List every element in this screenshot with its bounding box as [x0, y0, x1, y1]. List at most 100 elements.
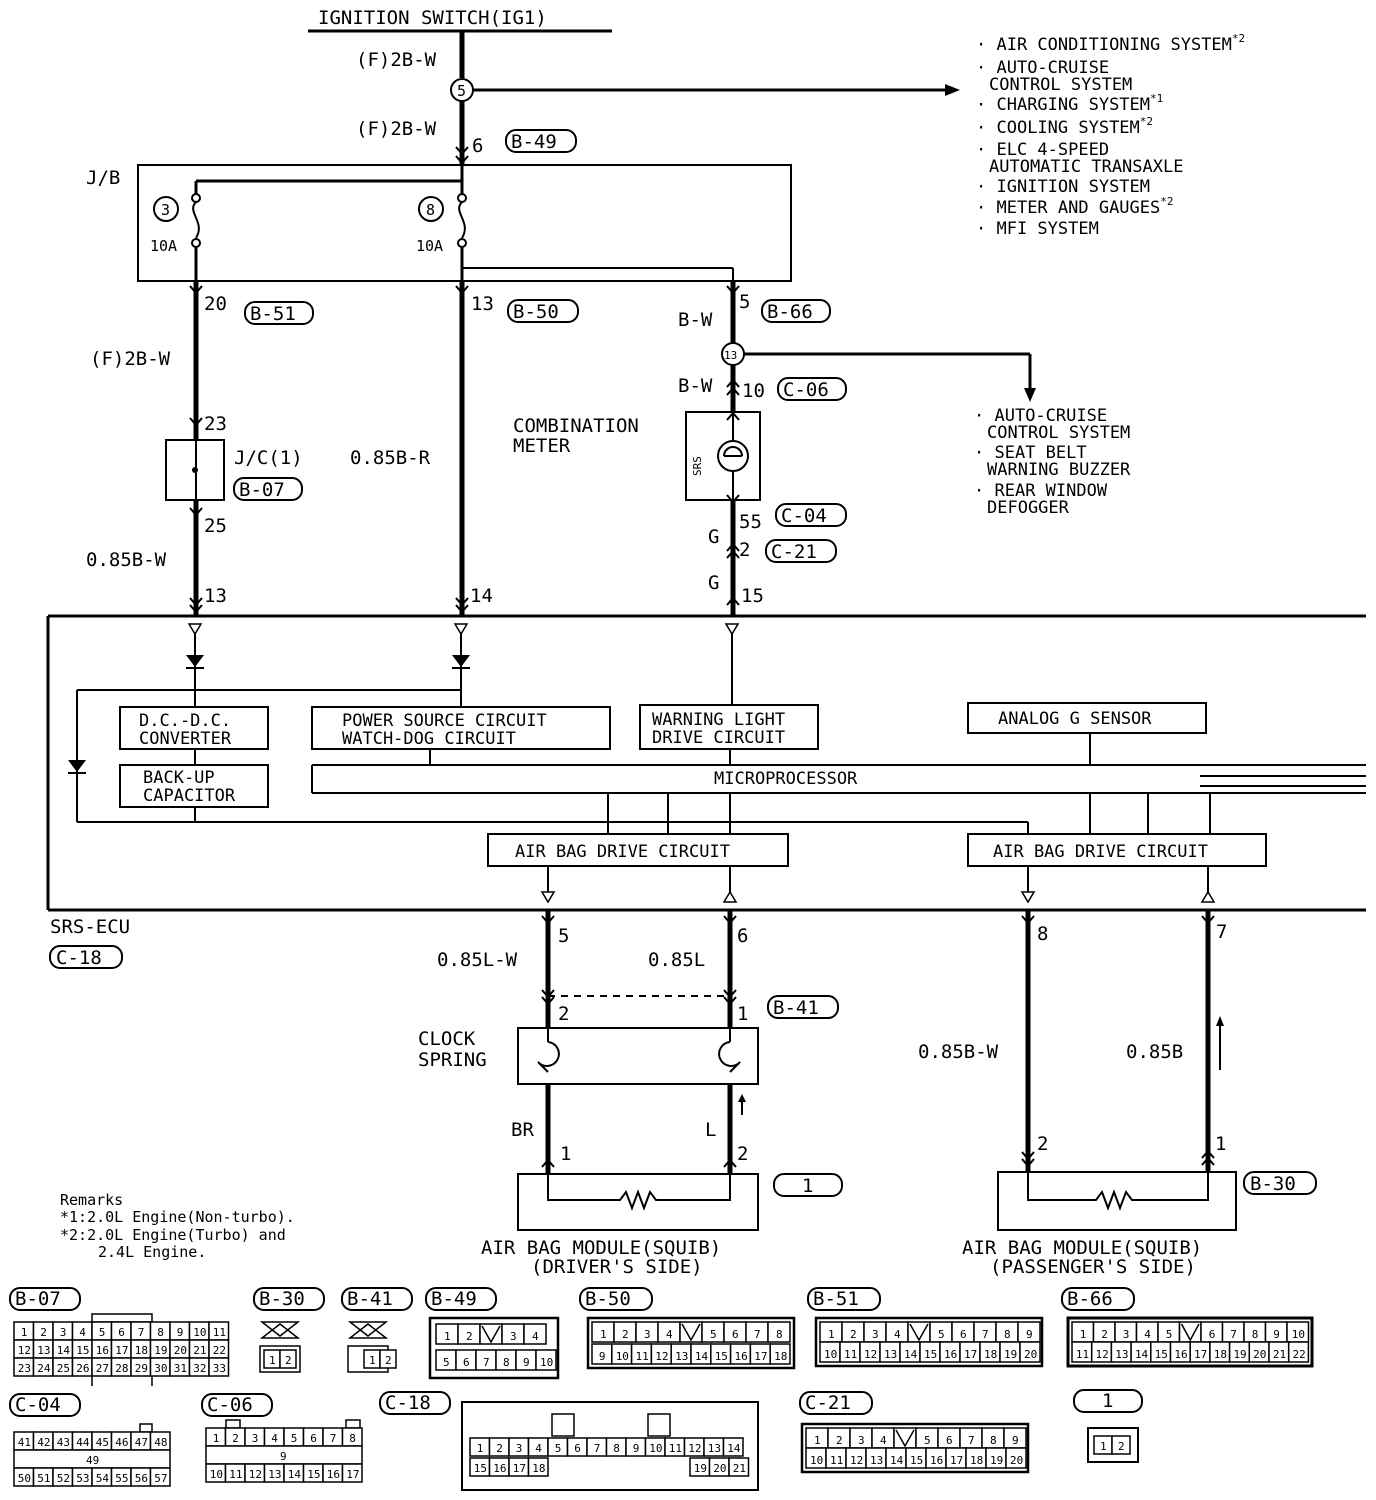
b07-r1-pin-5: 5 — [99, 1326, 106, 1339]
b49-r1-pin-3: 3 — [510, 1330, 517, 1343]
c04-r2-pin-54: 54 — [96, 1472, 110, 1485]
c1-pin-2: 2 — [1118, 1440, 1125, 1453]
sys-elc-2: AUTOMATIC TRANSAXLE — [989, 157, 1183, 177]
fuse-8-no: 8 — [426, 201, 435, 219]
b30-pin-1: 1 — [269, 1354, 276, 1367]
b07-r1-pin-6: 6 — [118, 1326, 125, 1339]
c21-r2-pin-16: 16 — [930, 1454, 943, 1467]
b66-r1-pin-7: 7 — [1230, 1328, 1237, 1341]
b66-r1-pin-8: 8 — [1252, 1328, 1259, 1341]
c21-r2-pin-18: 18 — [970, 1454, 983, 1467]
wire-label-top1: (F)2B-W — [356, 49, 437, 71]
c18-r1-pin-3: 3 — [516, 1442, 523, 1455]
driver-airbag-module: 1 AIR BAG MODULE(SQUIB) (DRIVER'S SIDE) — [481, 1173, 843, 1278]
sysmid-seatbelt-1: · SEAT BELT — [974, 443, 1087, 463]
sys-mfi: · MFI SYSTEM — [976, 219, 1099, 239]
c04-r2-pin-53: 53 — [76, 1472, 89, 1485]
sys-elc-1: · ELC 4-SPEED — [976, 140, 1109, 160]
c21-r1-pin-7: 7 — [968, 1434, 975, 1447]
c18-r1-pin-6: 6 — [574, 1442, 581, 1455]
c18-r1-pin-7: 7 — [594, 1442, 601, 1455]
c21-r2-pin-20: 20 — [1010, 1454, 1023, 1467]
pin-7-ecu-label: 7 — [1216, 921, 1227, 943]
wire-label-left-lower: 0.85B-W — [86, 549, 167, 571]
b07-r1-pin-9: 9 — [177, 1326, 184, 1339]
splice-5-label: 5 — [457, 82, 466, 100]
c21-r1-pin-8: 8 — [990, 1434, 997, 1447]
c21-r2-pin-11: 11 — [830, 1454, 843, 1467]
pinout-b51-title: B-51 — [813, 1288, 859, 1310]
b51-r1-pin-3: 3 — [872, 1328, 879, 1341]
b07-r1-pin-3: 3 — [60, 1326, 67, 1339]
b07-r2-pin-13: 13 — [37, 1344, 50, 1357]
b30-cell — [279, 1349, 297, 1369]
b07-r3-pin-33: 33 — [213, 1362, 226, 1375]
power-source-circuit — [311, 706, 611, 750]
b51-r1-pin-1: 1 — [828, 1328, 835, 1341]
pin-6-ecu-label: 6 — [737, 925, 748, 947]
b51-r2-pin-10: 10 — [824, 1348, 837, 1361]
wire-label-meter-out1: G — [708, 526, 719, 548]
remarks-title: Remarks — [60, 1191, 123, 1209]
b07-r1-pin-8: 8 — [157, 1326, 164, 1339]
c06-r1-pin-2: 2 — [232, 1432, 239, 1445]
connector-b49-badge — [505, 129, 577, 153]
pinout-1-badge — [1073, 1389, 1143, 1413]
pinout-c21-badge — [799, 1391, 873, 1415]
ignition-switch: IGNITION SWITCH(IG1) — [308, 7, 612, 33]
pin-20-label: 20 — [204, 293, 227, 315]
c21-r1-pin-3: 3 — [858, 1434, 865, 1447]
c04-r2-pin-55: 55 — [115, 1472, 128, 1485]
pinout-b50-badge — [579, 1287, 653, 1311]
c04-r2-pin-57: 57 — [154, 1472, 167, 1485]
c18-r1-pin-1: 1 — [477, 1442, 484, 1455]
sys-autocruise-1: · AUTO-CRUISE — [976, 58, 1109, 78]
b50-r2-pin-9: 9 — [599, 1350, 606, 1363]
c21-r2-pin-19: 19 — [990, 1454, 1003, 1467]
b50-r1-pin-6: 6 — [732, 1328, 739, 1341]
b07-r3-pin-32: 32 — [193, 1362, 206, 1375]
b07-r3-pin-31: 31 — [174, 1362, 187, 1375]
b66-r1-pin-10: 10 — [1292, 1328, 1305, 1341]
b07-r1-pin-2: 2 — [40, 1326, 47, 1339]
fuse-3-badge — [153, 196, 179, 222]
pin-6-label: 6 — [472, 135, 483, 157]
fuse-3-rating: 10A — [150, 237, 177, 255]
b07-r1-pin-1: 1 — [21, 1326, 28, 1339]
pinout-b49-badge — [425, 1287, 497, 1311]
c21-r2-pin-14: 14 — [890, 1454, 904, 1467]
b07-r2-pin-15: 15 — [76, 1344, 89, 1357]
connector-b50-label: B-50 — [513, 301, 559, 323]
pin-5-ecu-label: 5 — [558, 925, 569, 947]
b51-r2-pin-16: 16 — [944, 1348, 957, 1361]
b41-pin-1: 1 — [369, 1354, 376, 1367]
c21-r2-pin-10: 10 — [810, 1454, 823, 1467]
pin-14-ecu-label: 14 — [470, 585, 493, 607]
b66-r2-pin-14: 14 — [1135, 1348, 1149, 1361]
sysmid-autocruise-1: · AUTO-CRUISE — [974, 406, 1107, 426]
c18-r1-pin-13: 13 — [708, 1442, 721, 1455]
pin-1-pass-label: 1 — [1215, 1133, 1226, 1155]
b07-r2-pin-17: 17 — [115, 1344, 128, 1357]
c04-r1-pin-48: 48 — [154, 1436, 167, 1449]
b49-r2-pin-10: 10 — [540, 1356, 553, 1369]
systems-list-top: · AIR CONDITIONING SYSTEM*2 · AUTO-CRUIS… — [976, 32, 1245, 239]
clock-spring-box — [517, 1027, 759, 1085]
sys-cooling: · COOLING SYSTEM*2 — [976, 115, 1153, 138]
c06-r2-cell — [341, 1463, 363, 1483]
wire-label-meter-out2: G — [708, 572, 719, 594]
warn-label-2: DRIVE CIRCUIT — [652, 728, 785, 748]
b66-r2-pin-13: 13 — [1115, 1348, 1128, 1361]
connector-c21-label: C-21 — [771, 541, 817, 563]
pinout-b41-badge — [341, 1287, 413, 1311]
c21-r1-pin-4: 4 — [880, 1434, 887, 1447]
b07-r2-pin-18: 18 — [135, 1344, 148, 1357]
pin-5-label: 5 — [739, 291, 750, 313]
b07-r3-pin-26: 26 — [76, 1362, 89, 1375]
pin-23-label: 23 — [204, 413, 227, 435]
pin-1-clock-label: 1 — [737, 1003, 748, 1025]
c04-r2-cell — [149, 1467, 171, 1487]
connector-b51-label: B-51 — [250, 303, 296, 325]
c04-r1-pin-43: 43 — [57, 1436, 70, 1449]
